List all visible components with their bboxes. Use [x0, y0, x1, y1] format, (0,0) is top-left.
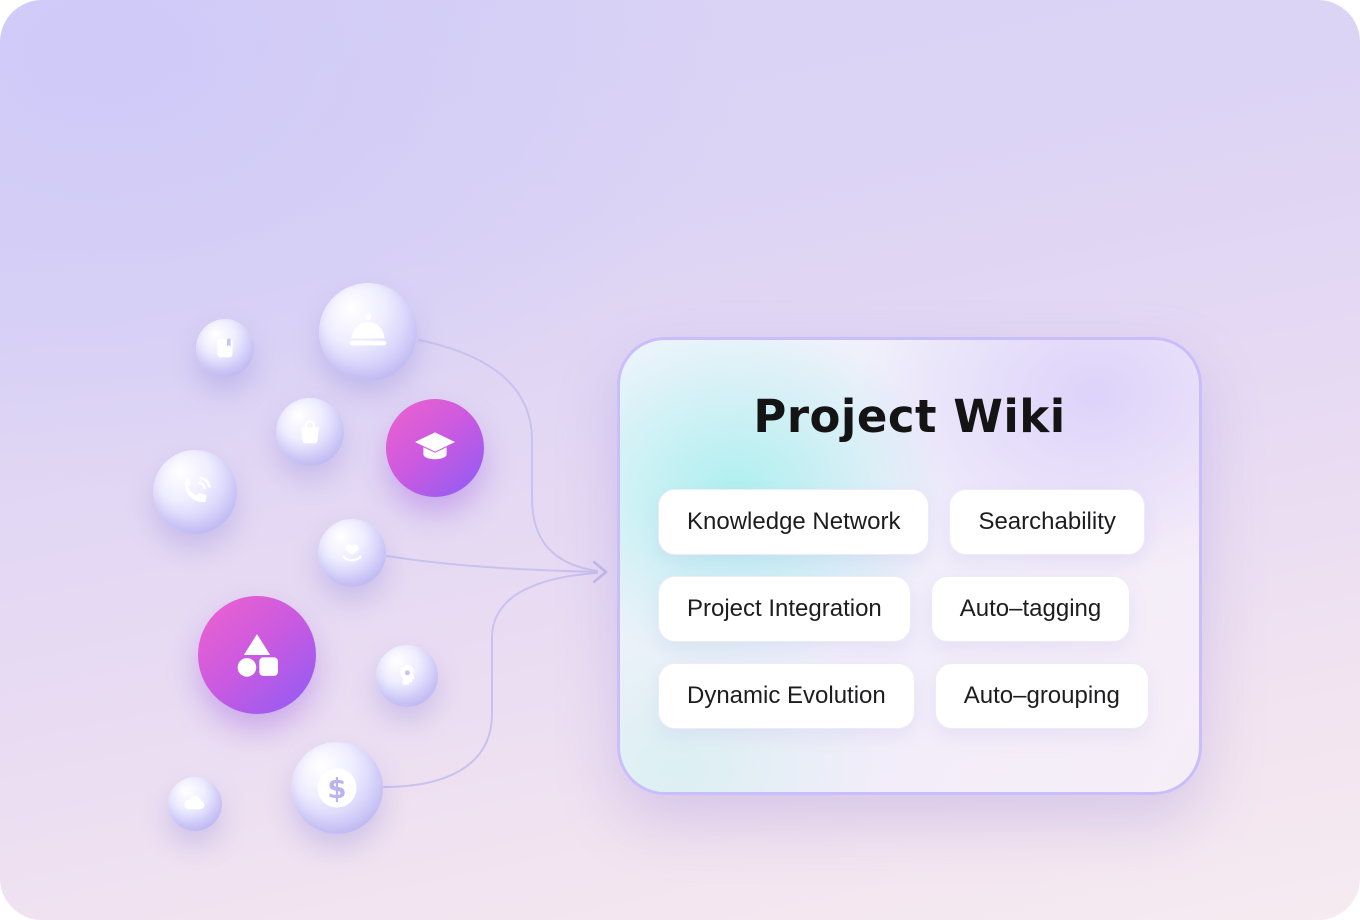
hand-heart-icon	[336, 537, 368, 569]
shopping-bag-icon	[294, 416, 326, 448]
panel-title: Project Wiki	[753, 390, 1066, 443]
cloud-icon	[181, 790, 209, 818]
dollar-icon: $	[308, 759, 366, 817]
feature-pill-project-integration: Project Integration	[658, 576, 911, 642]
shopping-bag-bubble	[276, 398, 344, 466]
pill-row: Project Integration Auto–tagging	[658, 576, 1199, 642]
pill-row: Knowledge Network Searchability	[658, 489, 1199, 555]
book-icon	[212, 335, 238, 361]
dollar-bubble: $	[291, 742, 383, 834]
graduation-cap-icon	[411, 424, 459, 472]
hand-heart-bubble	[318, 519, 386, 587]
project-wiki-panel: Project Wiki Knowledge Network Searchabi…	[617, 337, 1202, 795]
feature-pill-list: Knowledge Network Searchability Project …	[658, 489, 1199, 729]
mind-bubble	[376, 645, 438, 707]
connector-middle	[386, 555, 598, 573]
cloche-icon	[344, 308, 392, 356]
feature-pill-auto-grouping: Auto–grouping	[934, 663, 1149, 729]
feature-pill-knowledge-network: Knowledge Network	[658, 489, 930, 555]
feature-pill-auto-tagging: Auto–tagging	[930, 576, 1131, 642]
cloche-bubble	[319, 283, 417, 381]
book-bubble	[196, 319, 254, 377]
svg-text:$: $	[327, 773, 346, 805]
phone-icon	[175, 472, 215, 512]
pill-row: Dynamic Evolution Auto–grouping	[658, 663, 1199, 729]
phone-bubble	[153, 450, 237, 534]
cloud-bubble	[168, 777, 222, 831]
feature-pill-searchability: Searchability	[949, 489, 1145, 555]
mind-icon	[392, 661, 422, 691]
shapes-bubble	[198, 596, 316, 714]
shapes-icon	[226, 624, 288, 686]
graduation-cap-bubble	[386, 399, 484, 497]
arrow-icon	[592, 560, 608, 584]
feature-pill-dynamic-evolution: Dynamic Evolution	[658, 663, 915, 729]
